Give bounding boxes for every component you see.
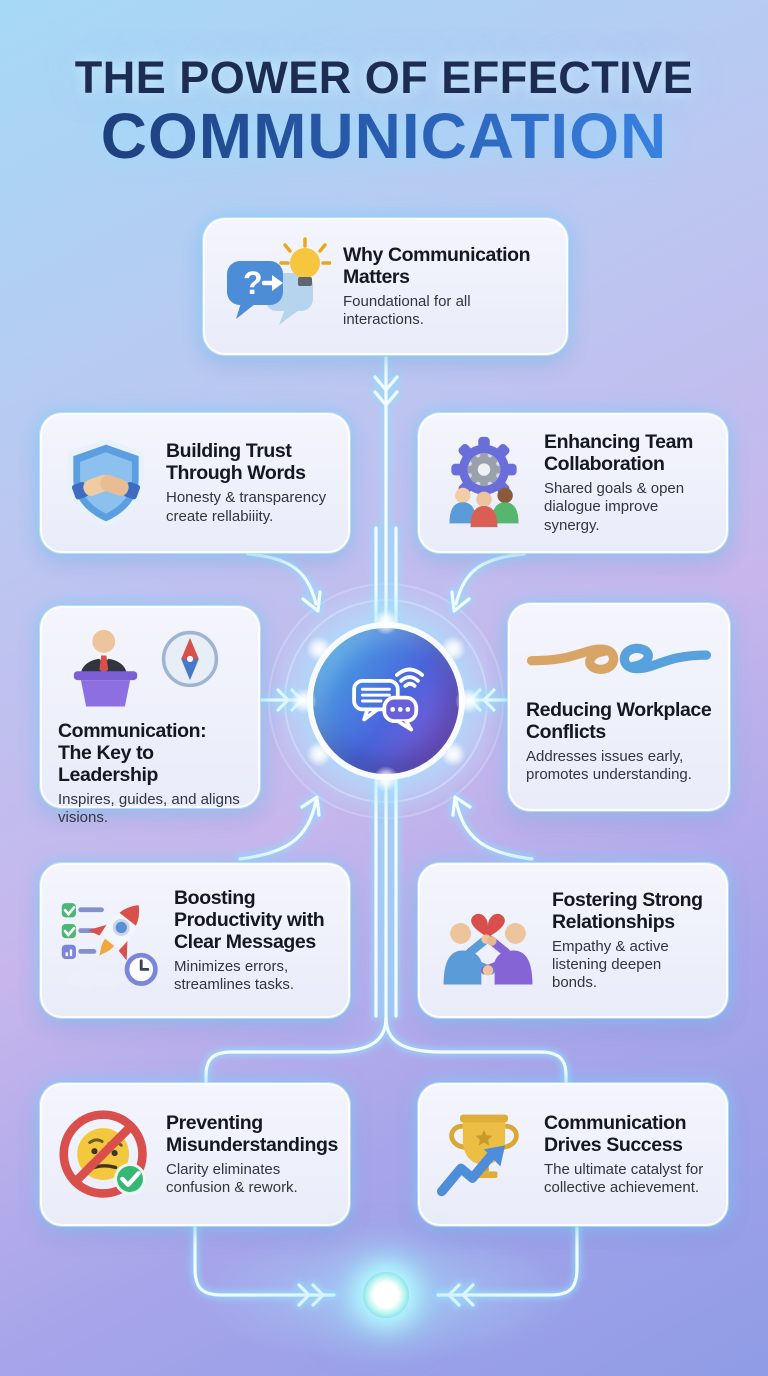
card-preventing-misunderstandings: Preventing Misunderstandings Clarity eli… [40,1083,350,1226]
gear-team-icon [436,435,532,531]
rocket-checklist-clock-icon [58,893,162,989]
glowing-target-icon [331,1240,441,1350]
svg-text:?: ? [243,265,263,301]
card-reducing-conflicts: Reducing Workplace Conflicts Addresses i… [508,603,730,811]
card-title: Communication Drives Success [544,1111,687,1156]
title-line-1: THE POWER OF EFFECTIVE [74,52,694,103]
prohibited-confusion-check-icon [58,1107,154,1203]
title-line-2: COMMUNICATION [0,103,768,169]
trophy-rising-arrow-icon [436,1107,532,1203]
card-drives-success: Communication Drives Success The ultimat… [418,1083,728,1226]
card-title: Fostering Strong Relationships [552,888,703,933]
card-title: Boosting Productivity with Clear Message… [174,886,325,953]
card-boosting-productivity: Boosting Productivity with Clear Message… [40,863,350,1018]
card-subtitle: Inspires, guides, and aligns visions. [58,791,240,827]
card-building-trust: Building Trust Through Words Honesty & t… [40,413,350,553]
card-why-communication-matters: ? Why Communication Matters Foundational… [203,218,568,355]
card-subtitle: Clarity eliminates confusion & rework. [166,1160,298,1197]
card-subtitle: Honesty & transparency create rellabiiit… [166,489,327,525]
speaker-podium-compass-icon [58,622,234,710]
card-title: Enhancing Team Collaboration [544,431,693,476]
people-holding-hands-heart-icon [436,893,540,989]
card-subtitle: Shared goals & open dialogue improve syn… [544,480,685,534]
card-subtitle: Addresses issues early, promotes underst… [526,748,692,784]
card-key-to-leadership: Communication: The Key to Leadership Ins… [40,606,260,826]
shield-handshake-icon [58,435,154,531]
card-subtitle: The ultimate catalyst for collective ach… [544,1160,704,1197]
card-subtitle: Empathy & active listening deepen bonds. [552,937,669,992]
rope-knot-icon [526,627,712,687]
card-subtitle: Foundational for all interactions. [343,292,471,329]
card-team-collaboration: Enhancing Team Collaboration Shared goal… [418,413,728,553]
card-title: Why Communication Matters [343,243,531,288]
card-subtitle: Minimizes errors, streamlines tasks. [174,957,295,994]
page-title: THE POWER OF EFFECTIVE COMMUNICATION [0,52,768,169]
question-bubble-lightbulb-icon: ? [221,236,331,337]
target-core [363,1272,409,1318]
card-strong-relationships: Fostering Strong Relationships Empathy &… [418,863,728,1018]
card-title: Reducing Workplace Conflicts [526,699,712,744]
chat-bubbles-signal-icon [313,628,459,774]
card-title: Building Trust Through Words [166,440,306,485]
card-title: Communication: The Key to Leadership [58,720,207,787]
card-title: Preventing Misunderstandings [166,1111,338,1156]
